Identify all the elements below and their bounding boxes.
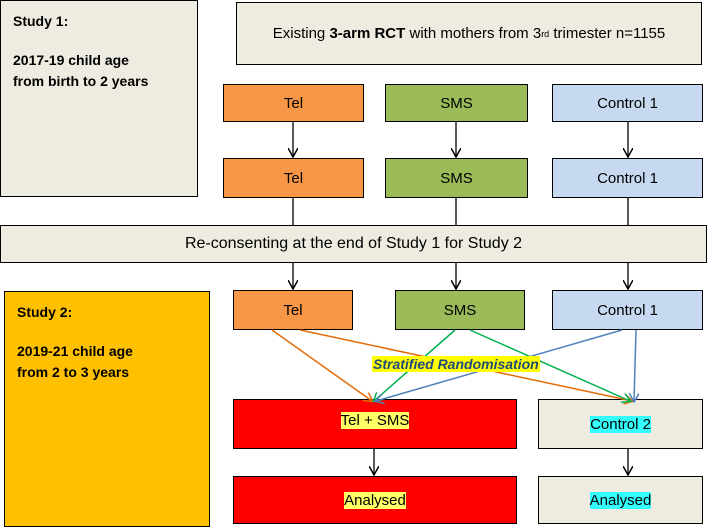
tel-label-1: Tel xyxy=(283,94,304,112)
arrow-tel-to-telsms xyxy=(271,329,372,401)
header-bold: 3-arm RCT xyxy=(329,25,406,42)
sms-box-3: SMS xyxy=(395,290,525,330)
tel-sms-box: Tel + SMS xyxy=(233,399,517,449)
analysed-box-right: Analysed xyxy=(538,476,703,524)
study1-panel: Study 1: 2017-19 child age from birth to… xyxy=(0,0,198,197)
study1-heading: Study 1: xyxy=(13,13,69,29)
reconsent-label: Re-consenting at the end of Study 1 for … xyxy=(184,235,523,252)
analysed-label-right: Analysed xyxy=(589,491,652,509)
sms-box-2: SMS xyxy=(385,158,528,198)
header-suffix: trimester n=1155 xyxy=(549,25,666,42)
study1-line1: 2017-19 child age xyxy=(13,52,129,68)
study2-heading: Study 2: xyxy=(17,304,73,320)
control2-label: Control 2 xyxy=(590,415,651,433)
sms-box-1: SMS xyxy=(385,84,528,122)
tel-sms-label: Tel + SMS xyxy=(340,412,410,429)
tel-box-3: Tel xyxy=(233,290,353,330)
control1-label-3: Control 1 xyxy=(597,301,658,319)
tel-box-2: Tel xyxy=(223,158,364,198)
header-prefix: Existing xyxy=(272,25,330,42)
header-sup: rd xyxy=(541,28,550,39)
study2-line2: from 2 to 3 years xyxy=(17,364,130,380)
sms-label-2: SMS xyxy=(440,169,473,187)
control1-box-3: Control 1 xyxy=(552,290,703,330)
control2-box: Control 2 xyxy=(538,399,703,449)
control1-box-2: Control 1 xyxy=(552,158,703,198)
arrow-sms-to-control2 xyxy=(469,329,630,401)
stratified-randomisation-label: Stratified Randomisation xyxy=(372,356,540,372)
tel-box-1: Tel xyxy=(223,84,364,122)
control1-label-1: Control 1 xyxy=(597,94,658,112)
reconsent-bar: Re-consenting at the end of Study 1 for … xyxy=(0,225,707,263)
study2-panel: Study 2: 2019-21 child age from 2 to 3 y… xyxy=(4,291,210,527)
tel-label-2: Tel xyxy=(283,169,304,187)
sms-label-1: SMS xyxy=(440,94,473,112)
analysed-box-left: Analysed xyxy=(233,476,517,524)
analysed-label-left: Analysed xyxy=(344,491,406,509)
header-middle: with mothers from 3 xyxy=(405,25,542,42)
tel-label-3: Tel xyxy=(283,301,303,319)
control1-label-2: Control 1 xyxy=(597,169,658,187)
arrow-control1-to-control2 xyxy=(634,329,636,401)
sms-label-3: SMS xyxy=(443,301,477,319)
study1-line2: from birth to 2 years xyxy=(13,73,149,89)
control1-box-1: Control 1 xyxy=(552,84,703,122)
study2-line1: 2019-21 child age xyxy=(17,343,133,359)
